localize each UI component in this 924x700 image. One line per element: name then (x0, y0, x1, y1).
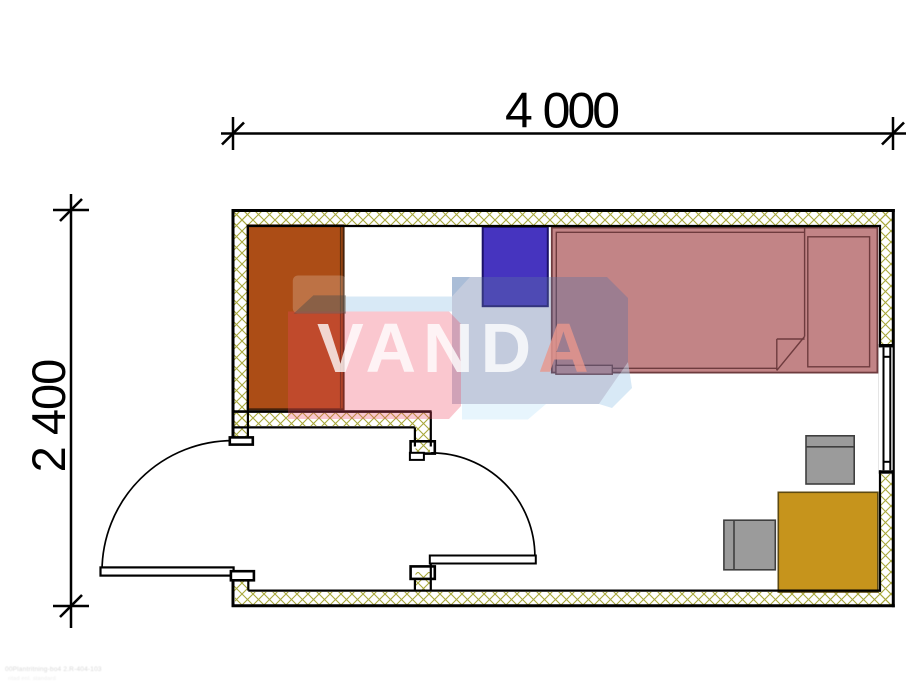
bed-rect-3 (555, 364, 614, 375)
chair-top-rect-1 (805, 434, 856, 485)
exterior-door (99, 436, 256, 582)
watermark-text: VANDA (317, 309, 596, 387)
watermark-pink-band (288, 311, 461, 419)
wall-insulation-hatch-rect-4 (880, 474, 893, 605)
window-rect-1 (879, 347, 893, 471)
wall-insulation-hatch-rect-7 (233, 413, 431, 426)
window-rect-2 (878, 344, 895, 348)
wall-insulation-hatch-rect-8 (415, 426, 430, 452)
watermark-white-box (292, 275, 346, 314)
bed-line-5 (776, 336, 806, 371)
wall-insulation-hatch-rect-5 (235, 592, 893, 605)
table-rect-1 (777, 491, 879, 593)
exterior-door-rect-2 (228, 436, 255, 446)
wall-lines (231, 209, 895, 608)
chair-top (805, 434, 856, 485)
chair-left-rect-1 (723, 519, 777, 571)
watermark-blue-corner (599, 362, 632, 408)
watermark-text-main: VAND (317, 309, 538, 387)
dimension-left-label: 2 400 (22, 360, 75, 473)
dimension-left (53, 194, 89, 628)
dimension-left-line-4 (59, 198, 83, 222)
interior-door (408, 439, 537, 581)
window (878, 344, 895, 474)
dimension-left-line-5 (59, 594, 83, 618)
wall-insulation-hatch-rect-2 (233, 211, 247, 438)
wall-insulation-hatch-rect-1 (233, 211, 893, 226)
bed-rect-2 (807, 236, 871, 368)
interior-door-rect-4 (409, 565, 437, 581)
table (777, 491, 879, 593)
footer-note: 00Plantritning-bo4 2.R-404-103 (5, 666, 102, 673)
watermark-blue-bevel (452, 277, 470, 297)
exterior-door-rect-1 (99, 566, 235, 577)
bed (550, 226, 879, 375)
wall-insulation-hatch (233, 211, 893, 605)
chair-left (723, 519, 777, 571)
interior-door-path-1 (431, 452, 536, 557)
interior-door-rect-3 (408, 451, 425, 461)
dimension-top-label: 4 000 (505, 83, 618, 139)
watermark-skirt (462, 404, 546, 420)
window-rect-3 (878, 470, 895, 474)
watermark-blue-strip (346, 296, 452, 312)
dimension-top-line-5 (881, 121, 905, 146)
wall-insulation-hatch-rect-3 (880, 211, 893, 345)
watermark-gray-box (452, 277, 628, 404)
bed-rect-1 (550, 226, 879, 374)
exterior-door-rect-3 (229, 569, 256, 582)
exterior-door-path-1 (101, 439, 234, 572)
dimension-top (221, 117, 906, 150)
bed-path-1 (555, 231, 805, 369)
watermark-dark-wedge (293, 295, 346, 314)
vanda-watermark: VANDA (288, 275, 632, 420)
footer-note-secondary: ritad enl. standard (8, 676, 56, 682)
wall-insulation-hatch-rect-6 (234, 580, 249, 592)
dimension-top-line-4 (221, 121, 245, 146)
interior-door-rect-1 (428, 554, 537, 565)
watermark-text-accent: A (538, 309, 596, 387)
wall-insulation-hatch-rect-9 (415, 572, 430, 592)
